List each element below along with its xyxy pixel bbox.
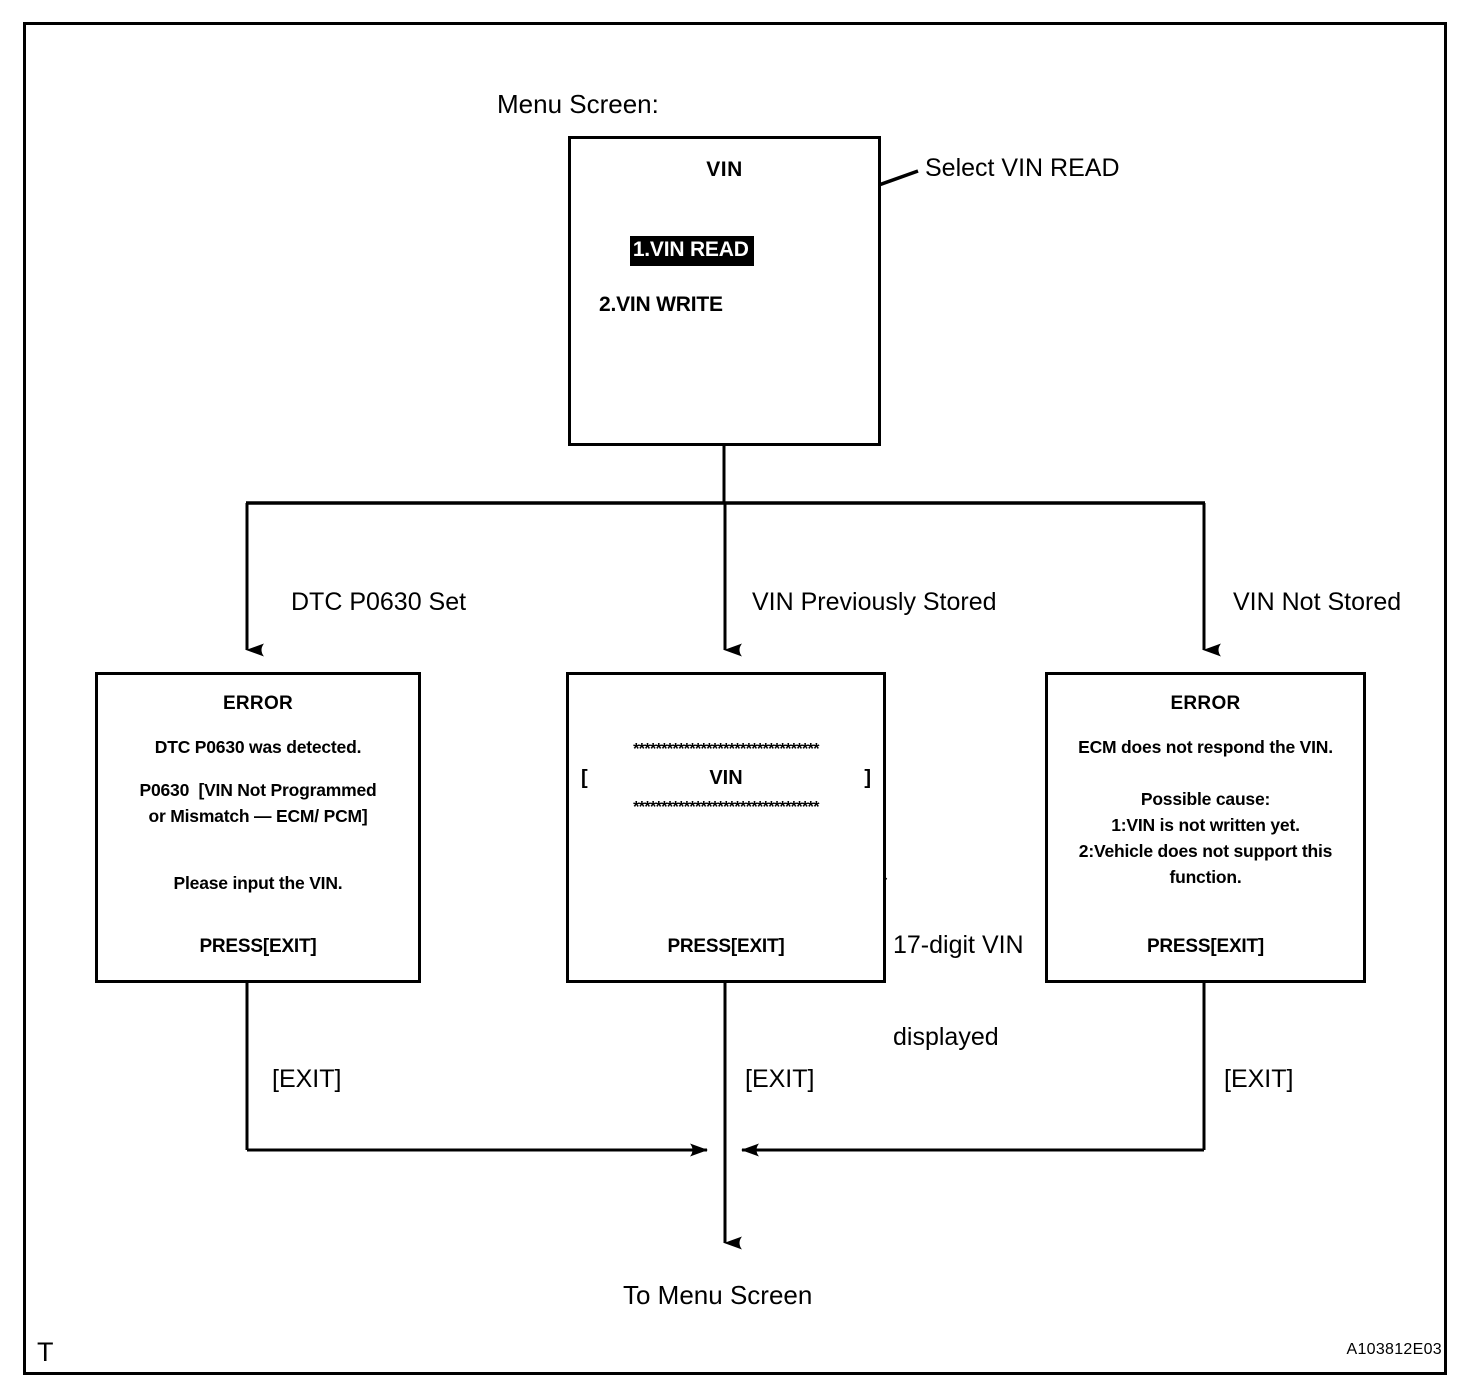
menu-screen-box: VIN 1.VIN READ 2.VIN WRITE (568, 136, 881, 446)
vin-bracket-open: [ (581, 767, 588, 789)
error-noresp-line5: function. (1169, 867, 1242, 887)
error-dtc-title: ERROR (222, 693, 294, 714)
vin-stars-top: ********************************* (633, 741, 819, 758)
callout-select-vin-read: Select VIN READ (925, 154, 1120, 182)
vin-stars-bottom: ********************************* (633, 799, 819, 816)
branch-label-vin-stored: VIN Previously Stored (752, 588, 997, 616)
screen-vin-display: ********************************* [ VIN … (566, 672, 886, 983)
vin-bracket-close: ] (864, 767, 871, 789)
callout-17-digit-vin-line2: displayed (893, 1022, 999, 1051)
vin-press-exit: PRESS[EXIT] (667, 936, 785, 957)
branch-label-vin-not-stored: VIN Not Stored (1233, 588, 1402, 616)
error-dtc-press-exit: PRESS[EXIT] (199, 936, 317, 957)
error-dtc-line3: or Mismatch — ECM/ PCM] (148, 806, 368, 826)
corner-marker-t: T (37, 1337, 54, 1367)
page-border (23, 22, 1447, 1375)
callout-17-digit-vin-line1: 17-digit VIN (893, 931, 1024, 959)
vin-value-row: [ VIN ] (581, 767, 871, 790)
callout-17-digit-vin: 17-digit VIN displayed (893, 869, 1024, 1113)
error-noresp-line3: 1:VIN is not written yet. (1111, 815, 1300, 835)
screen-error-dtc-p0630: ERROR DTC P0630 was detected. P0630 [VIN… (95, 672, 421, 983)
exit-label-left: [EXIT] (272, 1065, 342, 1093)
terminal-to-menu-screen: To Menu Screen (623, 1280, 813, 1310)
error-noresp-line1: ECM does not respond the VIN. (1078, 737, 1333, 757)
menu-item-vin-write[interactable]: 2.VIN WRITE (599, 293, 723, 317)
screen-error-no-response: ERROR ECM does not respond the VIN. Poss… (1045, 672, 1366, 983)
error-noresp-title: ERROR (1170, 693, 1241, 714)
figure-code: A103812E03 (1346, 1341, 1442, 1358)
error-noresp-line4: 2:Vehicle does not support this (1078, 841, 1333, 861)
menu-item-vin-read[interactable]: 1.VIN READ (629, 235, 754, 266)
error-noresp-line2: Possible cause: (1140, 789, 1271, 809)
error-dtc-line4: Please input the VIN. (173, 873, 343, 893)
error-dtc-line2: P0630 [VIN Not Programmed (139, 780, 377, 800)
error-dtc-line1: DTC P0630 was detected. (154, 737, 362, 757)
exit-label-right: [EXIT] (1224, 1065, 1294, 1093)
vin-value-label: VIN (709, 767, 743, 789)
menu-item-list: 1.VIN READ 2.VIN WRITE (571, 211, 878, 370)
exit-label-middle: [EXIT] (745, 1065, 815, 1093)
menu-screen-title: VIN (706, 158, 743, 181)
error-noresp-press-exit: PRESS[EXIT] (1146, 936, 1265, 957)
branch-label-dtc-set: DTC P0630 Set (291, 588, 467, 616)
menu-screen-caption: Menu Screen: (497, 89, 659, 119)
